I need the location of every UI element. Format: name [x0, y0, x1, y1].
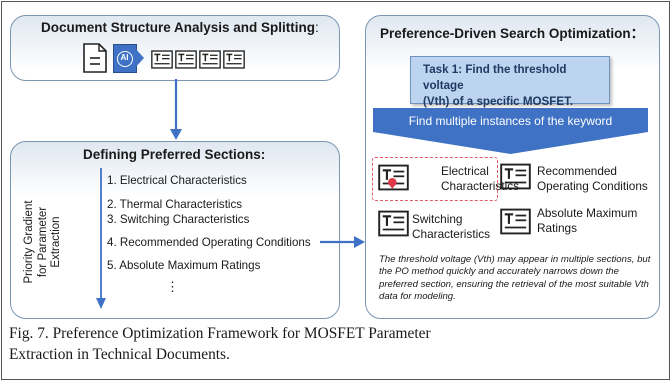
preferred-section-highlight — [372, 157, 498, 201]
preferred-section-1: 1. Electrical Characteristics — [107, 174, 247, 187]
priority-arrow — [96, 168, 106, 309]
method-note: The threshold voltage (Vth) may appear i… — [379, 254, 651, 303]
preferred-section-5: 5. Absolute Maximum Ratings — [107, 259, 261, 272]
section-document-icon — [378, 210, 409, 242]
search-optimization-title: Preference-Driven Search Optimization： — [380, 26, 645, 41]
task-line-2: (Vth) of a specific MOSFET. — [423, 95, 574, 108]
preferred-section-3: 3. Switching Characteristics — [107, 213, 250, 226]
task-line-1: Task 1: Find the threshold voltage — [423, 63, 567, 92]
text-section-icon — [175, 50, 197, 74]
keyword-search-banner — [373, 108, 648, 154]
keyword-search-banner-text: Find multiple instances of the keyword — [408, 114, 613, 128]
text-section-icon — [151, 50, 173, 74]
preferred-section-2: 2. Thermal Characteristics — [107, 198, 243, 211]
ai-arrow-icon — [134, 47, 146, 74]
connector-arrow-down — [170, 79, 182, 140]
electrical-section-icon-with-pin — [378, 164, 409, 196]
section-document-icon — [500, 208, 531, 240]
document-icon — [82, 43, 108, 73]
text-section-icon — [199, 50, 221, 74]
preferred-sections-panel — [10, 141, 340, 319]
priority-gradient-label: Priority Gradient for Parameter Extracti… — [23, 200, 62, 284]
more-sections-ellipsis: ⋮ — [166, 279, 179, 294]
connector-arrow-right — [320, 236, 365, 248]
preferred-sections-title: Defining Preferred Sections: — [83, 147, 266, 162]
task-box: Task 1: Find the threshold voltage (Vth)… — [410, 56, 610, 108]
section-document-icon — [500, 163, 531, 195]
preferred-section-4: 4. Recommended Operating Conditions — [107, 236, 311, 249]
text-section-icon — [223, 50, 245, 74]
ai-badge-text: AI — [120, 53, 129, 62]
document-analysis-title: Document Structure Analysis and Splittin… — [41, 20, 319, 35]
figure-caption: Fig. 7. Preference Optimization Framewor… — [9, 325, 431, 363]
